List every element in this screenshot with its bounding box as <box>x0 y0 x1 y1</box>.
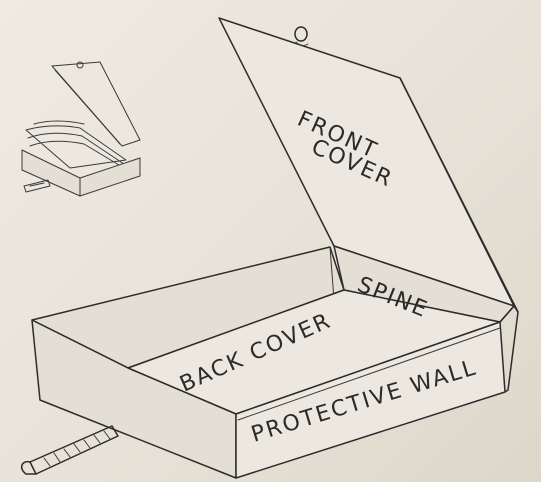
front-cover-clasp <box>294 26 308 42</box>
inset-box-illustration <box>21 61 141 197</box>
inset-pages <box>25 125 127 169</box>
braided-tie <box>20 425 119 475</box>
inset-tie <box>23 179 51 193</box>
tie-end-loop <box>20 460 37 475</box>
inset-lid-clasp <box>76 61 84 69</box>
